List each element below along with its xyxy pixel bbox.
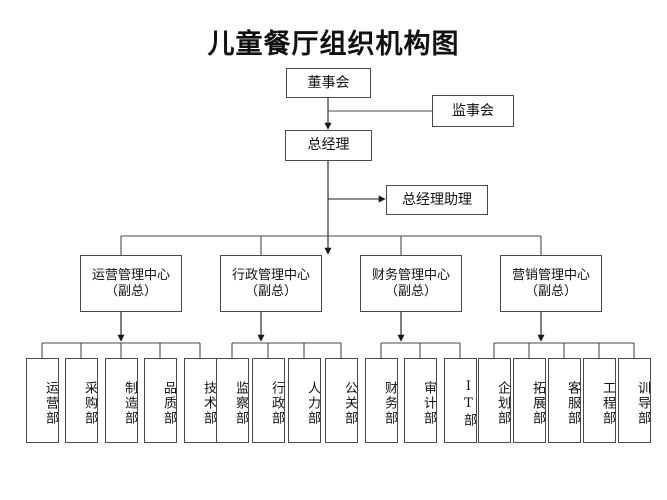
dept-label: 运营部	[43, 380, 58, 426]
node-dept-operations-0[interactable]: 运营部	[26, 358, 59, 443]
node-dept-marketing-3[interactable]: 工程部	[583, 358, 616, 443]
node-label: 总经理	[307, 137, 350, 154]
dept-label: 工程部	[600, 380, 615, 426]
node-dept-finance-1[interactable]: 审计部	[404, 358, 437, 443]
dept-label: 训导部	[635, 380, 650, 426]
center-role: （副总）	[384, 283, 437, 299]
node-label: 监事会	[452, 102, 494, 119]
dept-label: 品质部	[161, 380, 176, 426]
node-dept-marketing-4[interactable]: 训导部	[618, 358, 651, 443]
center-name: 营销管理中心	[511, 268, 590, 284]
node-dept-administration-3[interactable]: 公关部	[325, 358, 358, 443]
node-center-marketing[interactable]: 营销管理中心 （副总）	[500, 255, 602, 312]
dept-label: 拓展部	[530, 380, 545, 426]
node-center-operations[interactable]: 运营管理中心 （副总）	[80, 255, 182, 312]
center-role: （副总）	[104, 283, 157, 299]
dept-label: 客服部	[565, 380, 580, 426]
node-dept-operations-4[interactable]: 技术部	[184, 358, 217, 443]
dept-label: IT部	[461, 378, 476, 428]
dept-label: 制造部	[122, 380, 137, 426]
node-dept-marketing-2[interactable]: 客服部	[548, 358, 581, 443]
dept-label: 技术部	[201, 380, 216, 426]
center-role: （副总）	[244, 283, 297, 299]
node-center-finance[interactable]: 财务管理中心 （副总）	[360, 255, 462, 312]
node-board-of-supervisors[interactable]: 监事会	[432, 95, 514, 127]
center-role: （副总）	[524, 283, 577, 299]
dept-label: 人力部	[305, 380, 320, 426]
node-dept-marketing-1[interactable]: 拓展部	[513, 358, 546, 443]
node-label: 总经理助理	[402, 191, 472, 208]
node-dept-administration-2[interactable]: 人力部	[288, 358, 321, 443]
node-dept-administration-0[interactable]: 监察部	[216, 358, 249, 443]
dept-label: 企划部	[495, 380, 510, 426]
node-dept-operations-1[interactable]: 采购部	[65, 358, 98, 443]
center-name: 财务管理中心	[371, 268, 450, 284]
node-general-manager[interactable]: 总经理	[285, 130, 372, 161]
node-gm-assistant[interactable]: 总经理助理	[386, 185, 488, 215]
node-dept-finance-2[interactable]: IT部	[444, 358, 477, 443]
dept-label: 监察部	[233, 380, 248, 426]
dept-label: 财务部	[382, 380, 397, 426]
page-title: 儿童餐厅组织机构图	[207, 29, 460, 60]
center-name: 行政管理中心	[231, 268, 310, 284]
dept-label: 行政部	[269, 380, 284, 426]
node-dept-administration-1[interactable]: 行政部	[252, 358, 285, 443]
node-board-of-directors[interactable]: 董事会	[286, 68, 371, 98]
dept-label: 采购部	[82, 380, 97, 426]
dept-label: 审计部	[421, 380, 436, 426]
node-center-administration[interactable]: 行政管理中心 （副总）	[220, 255, 322, 312]
node-dept-marketing-0[interactable]: 企划部	[478, 358, 511, 443]
node-dept-operations-2[interactable]: 制造部	[105, 358, 138, 443]
node-dept-operations-3[interactable]: 品质部	[144, 358, 177, 443]
node-dept-finance-0[interactable]: 财务部	[365, 358, 398, 443]
node-label: 董事会	[307, 74, 350, 91]
center-name: 运营管理中心	[91, 268, 170, 284]
dept-label: 公关部	[342, 380, 357, 426]
